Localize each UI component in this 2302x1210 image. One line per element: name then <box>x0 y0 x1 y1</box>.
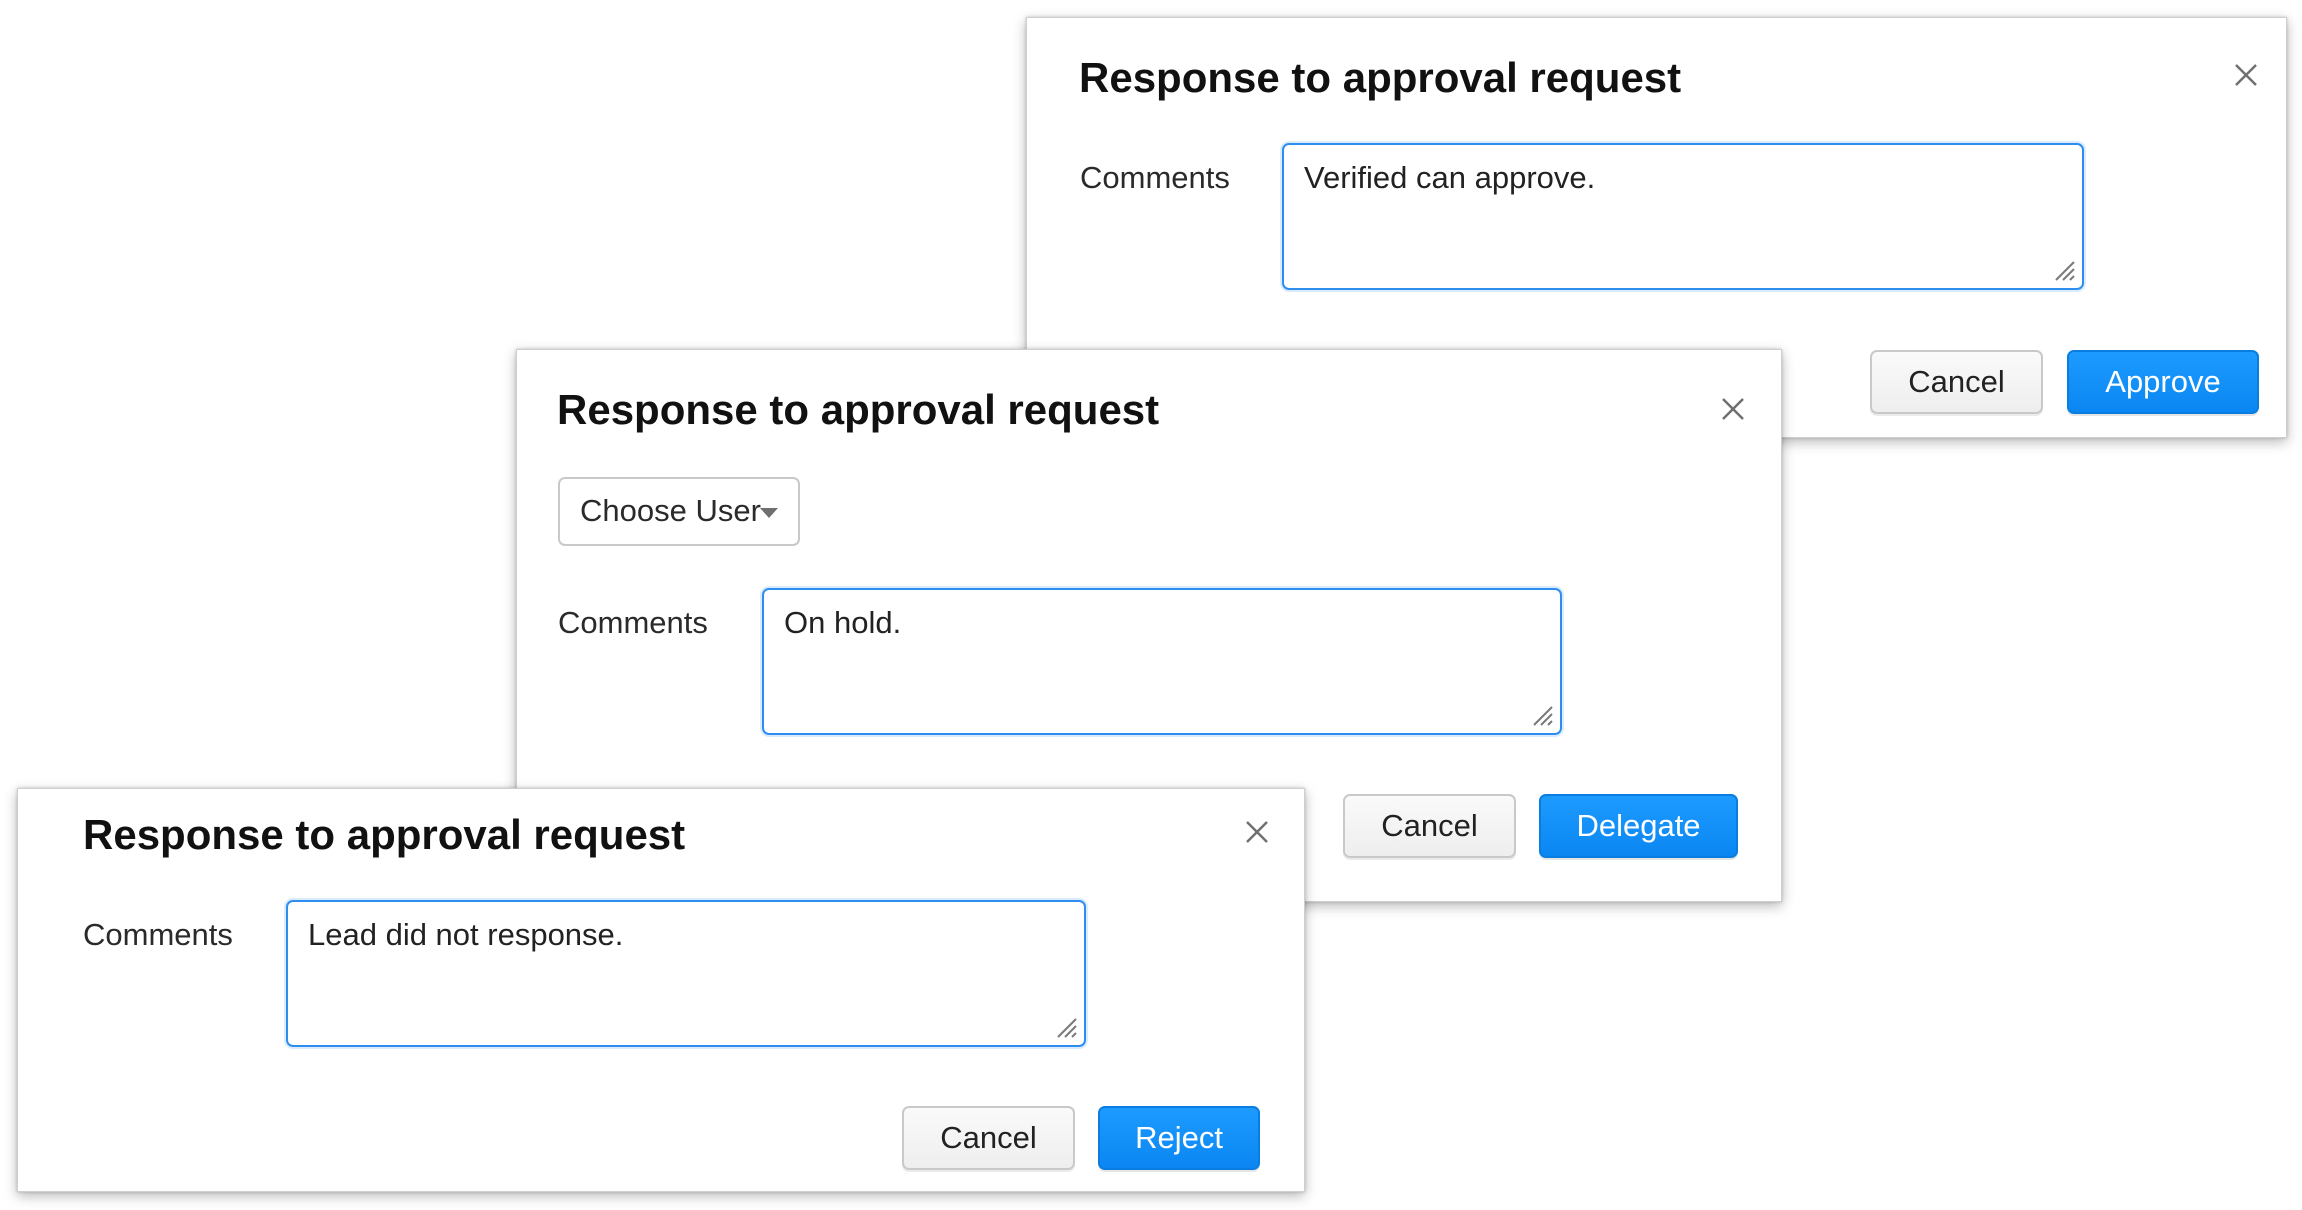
close-icon <box>1722 398 1744 420</box>
resize-grip-icon[interactable] <box>1530 703 1554 727</box>
comments-label: Comments <box>83 917 233 952</box>
cancel-button[interactable]: Cancel <box>902 1106 1075 1170</box>
approve-button[interactable]: Approve <box>2067 350 2259 414</box>
close-button[interactable] <box>2233 62 2259 88</box>
cancel-button[interactable]: Cancel <box>1870 350 2043 414</box>
resize-grip-icon[interactable] <box>1054 1015 1078 1039</box>
dialog-title: Response to approval request <box>557 386 1160 433</box>
comments-label: Comments <box>558 605 708 640</box>
resize-grip-icon[interactable] <box>2052 258 2076 282</box>
choose-user-select[interactable]: Choose User <box>558 477 800 546</box>
caret-down-icon <box>760 508 778 518</box>
approve-dialog: Response to approval request Comments Ve… <box>1026 17 2287 438</box>
comments-value: Lead did not response. <box>308 917 624 952</box>
comments-value: On hold. <box>784 605 902 640</box>
comments-textarea[interactable]: Verified can approve. <box>1282 143 2084 290</box>
select-value: Choose User <box>580 493 761 528</box>
comments-value: Verified can approve. <box>1304 160 1596 195</box>
comments-textarea[interactable]: On hold. <box>762 588 1562 735</box>
close-button[interactable] <box>1720 396 1746 422</box>
delegate-button[interactable]: Delegate <box>1539 794 1738 858</box>
dialog-title: Response to approval request <box>1079 54 1682 101</box>
dialog-title: Response to approval request <box>83 811 686 858</box>
comments-label: Comments <box>1080 160 1230 195</box>
comments-textarea[interactable]: Lead did not response. <box>286 900 1086 1047</box>
close-icon <box>2235 64 2257 86</box>
close-button[interactable] <box>1244 819 1270 845</box>
reject-button[interactable]: Reject <box>1098 1106 1260 1170</box>
cancel-button[interactable]: Cancel <box>1343 794 1516 858</box>
close-icon <box>1246 821 1268 843</box>
reject-dialog: Response to approval request Comments Le… <box>17 788 1305 1192</box>
